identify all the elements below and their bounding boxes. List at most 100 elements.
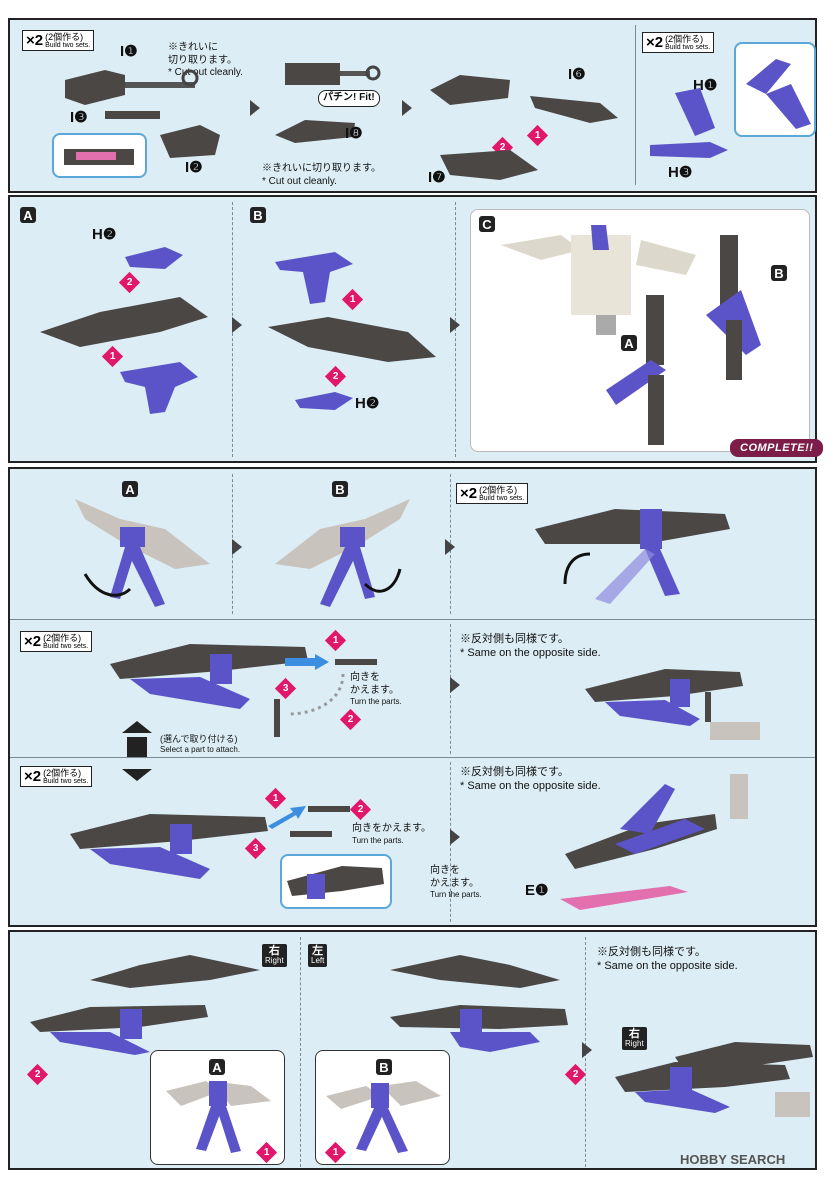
label-b: B [250, 207, 266, 223]
build-two-badge: ×2 (2個作る)Build two sets. [456, 483, 529, 504]
build-two-badge: ×2 (2個作る)Build two sets. [642, 32, 715, 53]
label-b: B [376, 1059, 392, 1075]
wing-a [606, 295, 666, 445]
blue-part-b [275, 252, 353, 304]
step-arrow [232, 317, 242, 333]
section-3: A B ×2 (2個作る)Build two sets. ×2 (2個作る)Bu… [8, 467, 817, 927]
blue-arrow [285, 654, 329, 670]
step-arrow [445, 539, 455, 555]
step-marker: 1 [526, 124, 549, 147]
step-arrow [250, 100, 260, 116]
part-label-i1: I❶ [120, 43, 138, 60]
blue-part-h3 [650, 142, 728, 158]
gun-top-left [390, 955, 560, 988]
cut-note: ※きれいに切り取ります。* Cut out cleanly. [168, 42, 243, 78]
final-assembly [615, 1042, 813, 1117]
label-a: A [621, 335, 637, 351]
part-label-i6: I❻ [568, 66, 586, 83]
weapon-part-i3 [105, 111, 160, 119]
step-marker: 2 [118, 271, 141, 294]
watermark: HOBBY SEARCH [680, 1152, 786, 1167]
part-label-i3: I❸ [70, 109, 88, 126]
weapon-part-i8-top [285, 63, 381, 85]
turn-note: 向きをかえます。Turn the parts. [350, 672, 402, 706]
build-two-badge: ×2 (2個作る)Build two sets. [20, 631, 93, 652]
part-label-i8: I❽ [345, 125, 363, 142]
dotted-turn [287, 673, 345, 716]
detail-inset [734, 42, 816, 137]
detail-panel-a: A 1 [150, 1050, 285, 1165]
step-marker: 2 [26, 1063, 49, 1086]
wing-base-right [30, 1005, 208, 1055]
turn-note-3: 向きをかえます。Turn the parts. [430, 865, 482, 899]
step-arrow [450, 829, 460, 845]
weapon-part-i6 [530, 96, 618, 123]
same-side-note: ※反対側も同様です。* Same on the opposite side. [460, 633, 601, 659]
build-two-badge: ×2 (2個作る)Build two sets. [20, 766, 93, 787]
select-indicator [122, 721, 152, 781]
detail-inset [280, 854, 392, 909]
step-arrow [232, 539, 242, 555]
select-note: (選んで取り付ける)Select a part to attach. [160, 734, 241, 755]
label-a: A [209, 1059, 225, 1075]
blue-part-a [120, 362, 198, 414]
step-marker: 2 [349, 798, 372, 821]
cut-note-2: ※きれいに切り取ります。* Cut out cleanly. [262, 163, 381, 187]
weapon-attach-1 [110, 644, 308, 709]
section-2: A H❷ 2 1 B 1 2 H❷ C B [8, 195, 824, 463]
same-side-note: ※反対側も同様です。* Same on the opposite side. [460, 766, 601, 792]
weapon-part-i2 [160, 125, 220, 158]
label-a: A [122, 481, 138, 497]
part-label-h2: H❷ [355, 395, 380, 412]
blue-part-h1 [675, 88, 715, 136]
step-arrow [582, 1042, 592, 1058]
label-b: B [332, 481, 348, 497]
weapon-part-i8 [275, 120, 355, 143]
detail-panel-b: B 1 [315, 1050, 450, 1165]
row-divider [10, 757, 815, 758]
part-label-e1: E❶ [525, 882, 549, 899]
weapon-part-i1 [65, 69, 199, 105]
weapon-part-i7 [440, 150, 538, 180]
step-arrow [450, 317, 460, 333]
divider [300, 937, 301, 1167]
small-rod-b [290, 831, 332, 837]
wing-b [706, 235, 761, 380]
gun-top-right [90, 955, 260, 988]
label-b: B [771, 265, 787, 281]
weapon-attach-2 [70, 814, 268, 879]
build-two-badge: ×2 (2個作る)Build two sets. [22, 30, 95, 51]
label-a: A [20, 207, 36, 223]
part-label-h3: H❸ [668, 164, 693, 181]
label-c: C [479, 216, 495, 232]
weapon-assembly [430, 75, 510, 105]
wing-base-left [390, 1005, 568, 1052]
blue-arrow [268, 806, 306, 829]
fit-badge: パチン! Fit! [318, 90, 380, 107]
same-side-note: ※反対側も同様です。* Same on the opposite side. [597, 946, 738, 972]
pink-part-e1 [560, 886, 688, 910]
blue-part-h2-b [295, 392, 353, 410]
part-label-i2: I❷ [185, 159, 203, 176]
small-rod-a [308, 806, 350, 812]
wing-rotate-a [75, 499, 210, 607]
part-label-h2: H❷ [92, 226, 117, 243]
small-rod [335, 659, 377, 665]
weapon-attach-result-2 [565, 774, 748, 869]
step-marker: 1 [324, 629, 347, 652]
wing-fold [535, 509, 730, 604]
weapon-attach-result-1 [585, 669, 760, 740]
complete-panel: C B A [470, 209, 810, 452]
step-marker: 2 [564, 1063, 587, 1086]
weapon-body-b [268, 317, 436, 362]
robot-figure [501, 225, 696, 335]
part-label-i7: I❼ [428, 169, 446, 186]
divider [635, 25, 636, 185]
turn-note-2: 向きをかえます。Turn the parts. [352, 823, 431, 845]
step-arrow [402, 100, 412, 116]
section-1: ×2 (2個作る)Build two sets. I❶ ※きれいに切り取ります。… [8, 18, 817, 193]
